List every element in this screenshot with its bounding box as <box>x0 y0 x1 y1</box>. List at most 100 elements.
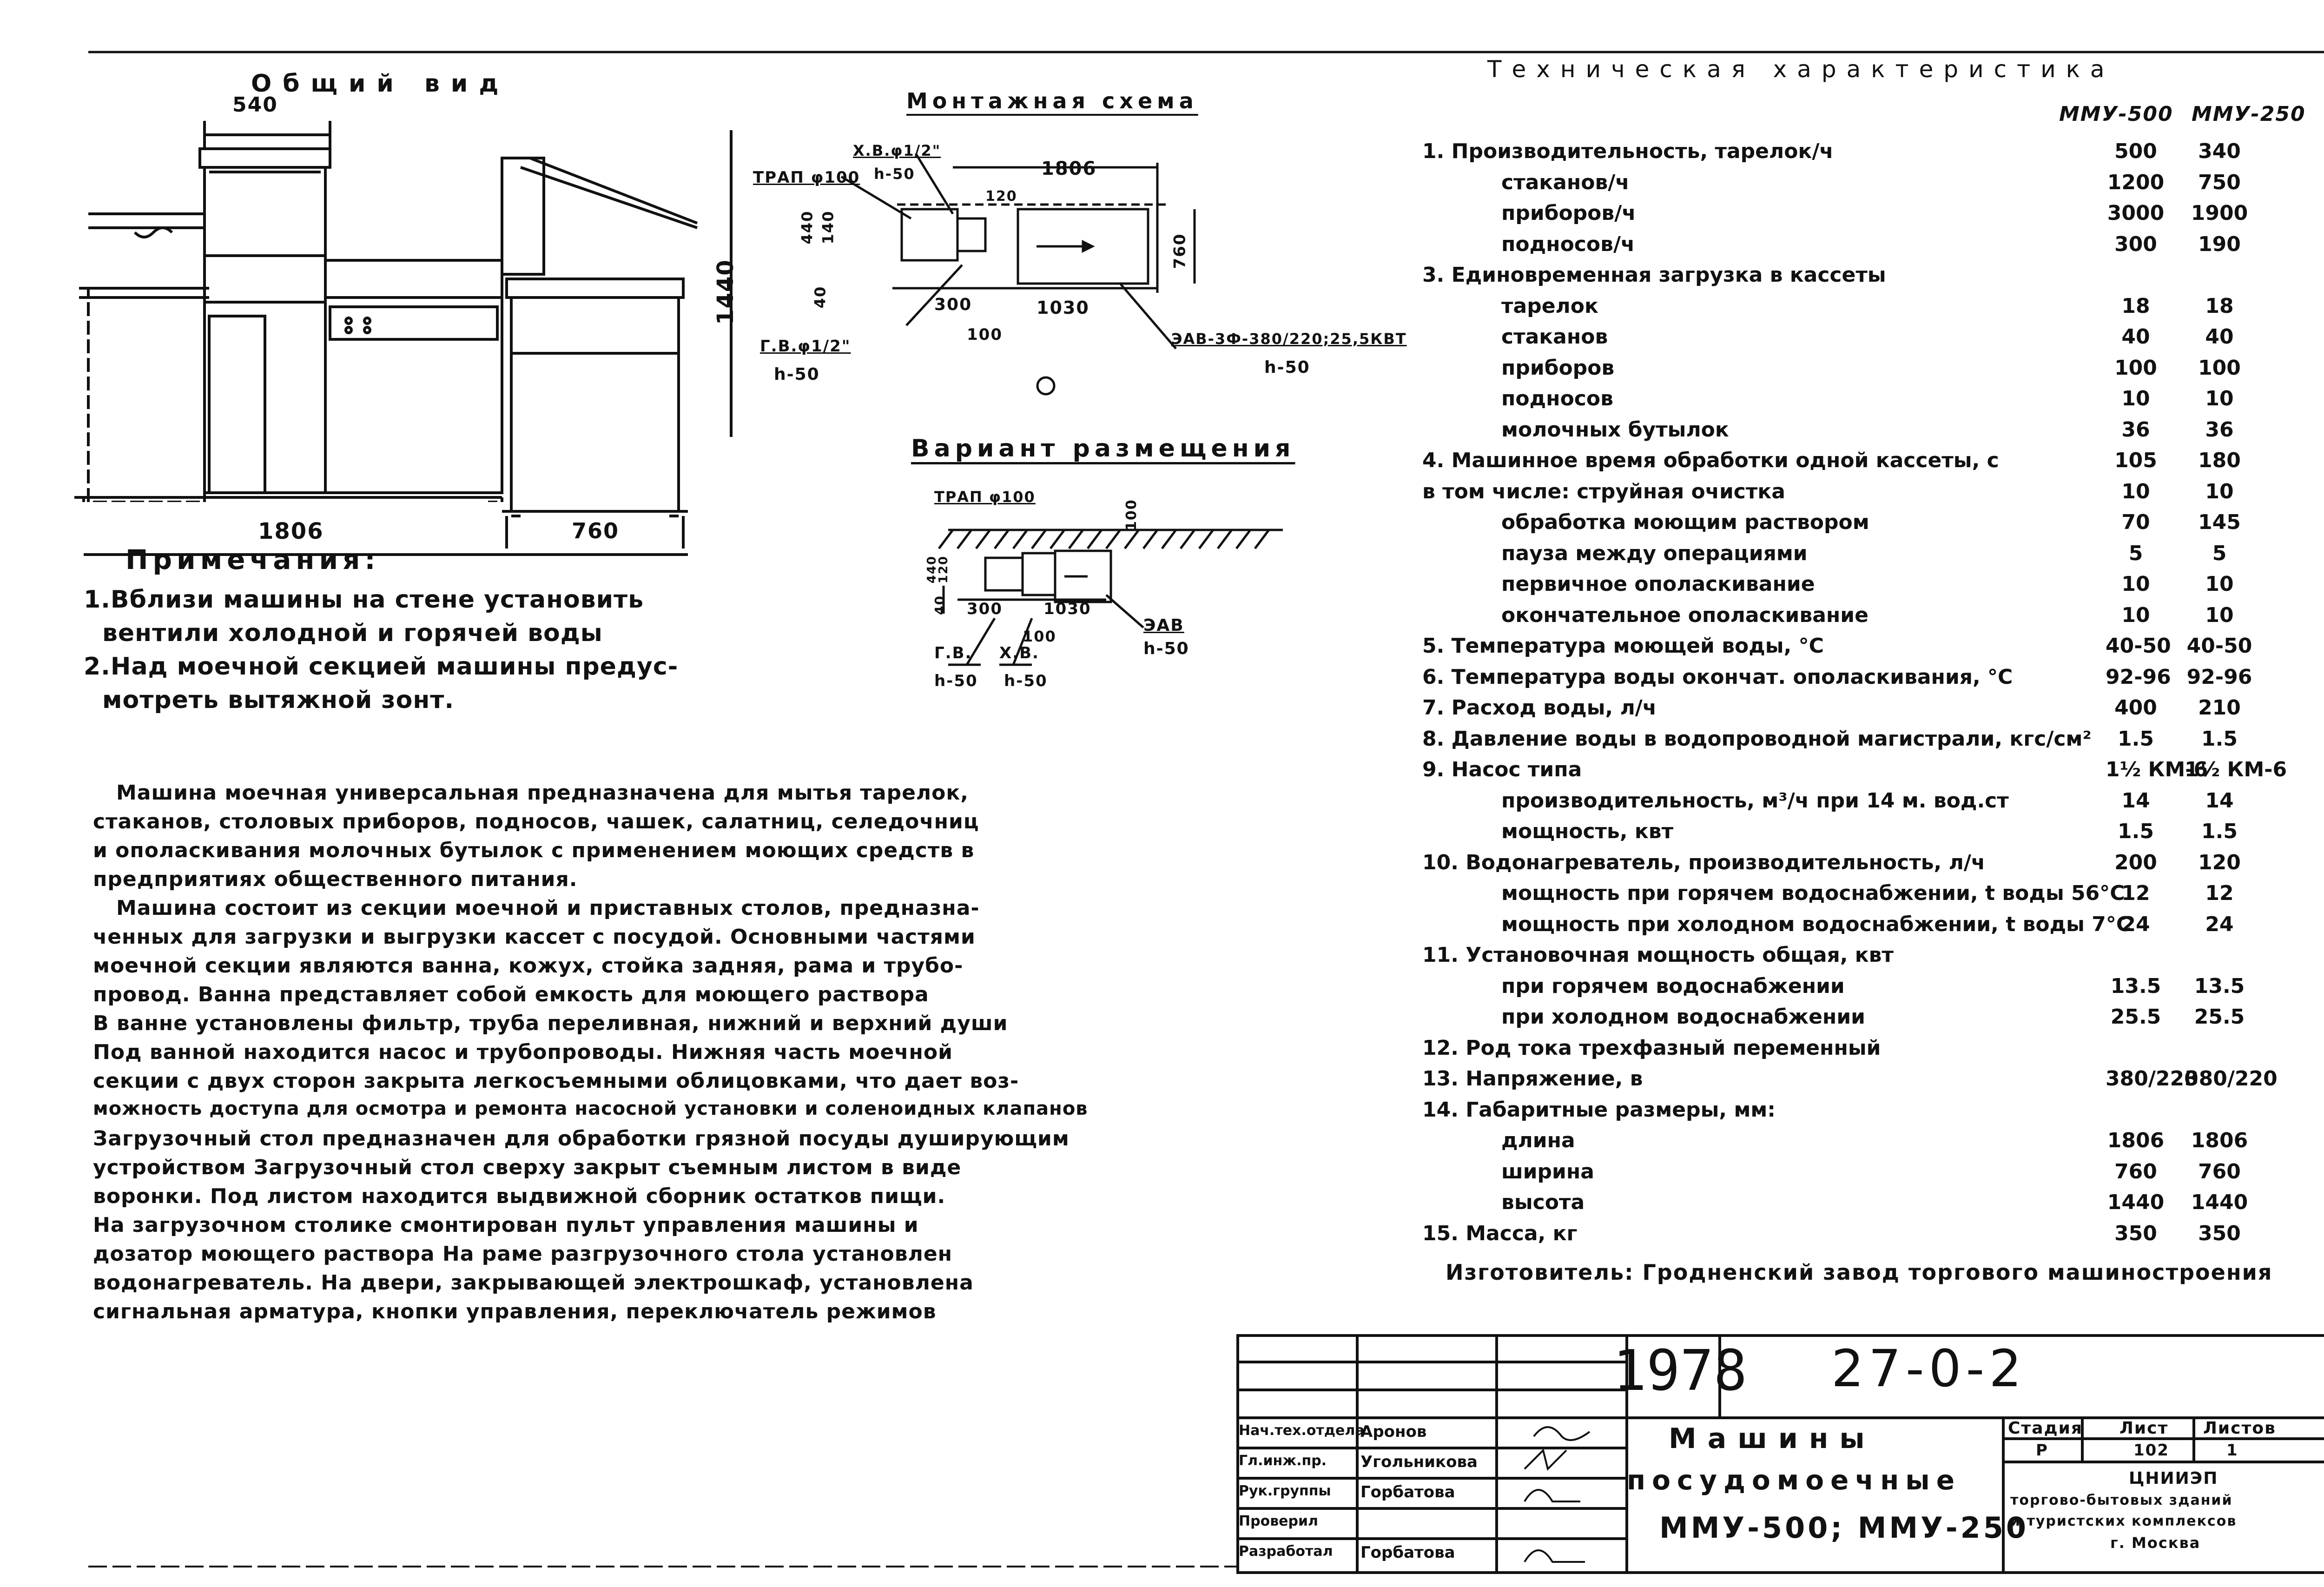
mounting-dim-440: 440 <box>798 210 816 245</box>
spec-label: пауза между операциями <box>1501 541 1808 565</box>
spec-value-mmu250: 100 <box>2198 356 2241 380</box>
dim-line-height <box>730 130 733 437</box>
placement-gv: Г.В. <box>934 644 972 662</box>
description-text: Машина моечная универсальная предназначе… <box>93 781 1255 1385</box>
spec-value-mmu500: 500 <box>2114 139 2157 163</box>
tb-staff-role: Гл.инж.пр. <box>1239 1453 1327 1469</box>
tb-staff-role: Проверил <box>1239 1513 1318 1529</box>
spec-label: 4. Машинное время обработки одной кассет… <box>1422 449 1999 472</box>
spec-row: 10. Водонагреватель, производительность,… <box>1422 851 2324 880</box>
description-line: моечной секции являются ванна, кожух, ст… <box>93 954 964 978</box>
dim-line-width <box>84 553 516 556</box>
spec-value-mmu500: 1200 <box>2107 170 2165 194</box>
note-line: вентили холодной и горячей воды <box>102 619 603 647</box>
side-view-drawing <box>501 157 698 549</box>
description-line: На загрузочном столике смонтирован пульт… <box>93 1213 919 1237</box>
description-line: Машина состоит из секции моечной и прист… <box>116 896 980 920</box>
spec-value-mmu500: 18 <box>2121 294 2150 318</box>
placement-gv-h: h-50 <box>934 672 978 690</box>
spec-label: ширина <box>1501 1159 1594 1184</box>
spec-label: при холодном водоснабжении <box>1501 1005 1865 1029</box>
description-line: предприятиях общественного питания. <box>93 867 578 891</box>
spec-value-mmu500: 5 <box>2128 541 2143 565</box>
spec-value-mmu250: 10 <box>2205 603 2234 627</box>
specs-col2: ММУ-250 <box>2192 102 2306 126</box>
spec-value-mmu500: 1806 <box>2107 1129 2165 1152</box>
notes-title: Примечания: <box>125 544 380 575</box>
manufacturer: Изготовитель: Гродненский завод торговог… <box>1446 1260 2273 1285</box>
description-line: В ванне установлены фильтр, труба перели… <box>93 1012 1008 1035</box>
tb-year: 1978 <box>1613 1339 1747 1403</box>
description-line: водонагреватель. На двери, закрывающей э… <box>93 1271 974 1295</box>
spec-value-mmu250: 18 <box>2205 294 2234 318</box>
spec-value-mmu250: 120 <box>2198 850 2241 874</box>
spec-label: молочных бутылок <box>1501 417 1729 442</box>
spec-value-mmu500: 10 <box>2121 572 2150 596</box>
spec-label: при горячем водоснабжении <box>1501 974 1845 998</box>
spec-label: длина <box>1501 1129 1575 1152</box>
mounting-gw-h: h-50 <box>774 365 820 384</box>
mounting-dim-1030: 1030 <box>1037 298 1089 318</box>
spec-label: 15. Масса, кг <box>1422 1221 1578 1245</box>
spec-value-mmu250: 13.5 <box>2194 974 2245 998</box>
mounting-diagram <box>840 152 1196 396</box>
spec-value-mmu250: 5 <box>2212 541 2227 565</box>
mounting-elec: ЭАВ-3Ф-380/220;25,5КВТ <box>1171 330 1407 348</box>
spec-value-mmu500: 36 <box>2121 417 2150 442</box>
dim-height: 1440 <box>712 259 739 325</box>
spec-value-mmu250: 1.5 <box>2201 820 2238 843</box>
spec-label: подносов/ч <box>1501 232 1635 256</box>
tb-org-3: и туристских комплексов <box>2010 1513 2237 1529</box>
spec-value-mmu500: 105 <box>2114 449 2157 472</box>
mounting-dim-40: 40 <box>811 285 829 309</box>
description-line: Под ванной находится насос и трубопровод… <box>93 1040 953 1064</box>
mounting-dim-140: 140 <box>819 210 837 245</box>
description-line: воронки. Под листом находится выдвижной … <box>93 1184 946 1208</box>
notes-list: 1.Вблизи машины на стене установить вент… <box>84 586 734 734</box>
tb-title-2: посудомоечные <box>1627 1464 1961 1496</box>
spec-value-mmu250: 760 <box>2198 1159 2241 1184</box>
tb-sheet-value: 102 <box>2133 1441 2169 1460</box>
spec-value-mmu250: 40-50 <box>2186 634 2252 658</box>
description-line: можность доступа для осмотра и ремонта н… <box>93 1098 1088 1119</box>
spec-value-mmu500: 380/220 <box>2106 1067 2199 1091</box>
placement-title: Вариант размещения <box>911 435 1295 463</box>
spec-value-mmu250: 145 <box>2198 510 2241 534</box>
dim-side-width: 760 <box>572 518 620 543</box>
spec-label: 7. Расход воды, л/ч <box>1422 696 1657 720</box>
mounting-gw: Г.В.φ1/2" <box>760 337 851 356</box>
spec-value-mmu500: 70 <box>2121 510 2150 534</box>
spec-value-mmu250: 210 <box>2198 696 2241 720</box>
spec-value-mmu500: 1.5 <box>2118 727 2154 751</box>
spec-value-mmu500: 3000 <box>2107 201 2165 225</box>
mounting-hw: Х.В.φ1/2" <box>853 142 941 159</box>
spec-value-mmu500: 400 <box>2114 696 2157 720</box>
spec-label: 5. Температура моющей воды, °C <box>1422 634 1824 658</box>
spec-label: 11. Установочная мощность общая, квт <box>1422 943 1894 967</box>
spec-label: высота <box>1501 1190 1585 1214</box>
tb-org-4: г. Москва <box>2110 1534 2201 1552</box>
spec-value-mmu500: 14 <box>2121 788 2150 813</box>
dim-top: 540 <box>232 93 278 117</box>
placement-diagram <box>938 529 1283 666</box>
tb-staff-name: Горбатова <box>1360 1543 1455 1562</box>
spec-label: мощность, квт <box>1501 820 1674 843</box>
mounting-trap: ТРАП φ100 <box>753 168 860 187</box>
spec-value-mmu250: 24 <box>2205 912 2234 936</box>
placement-hv-h: h-50 <box>1004 672 1048 690</box>
spec-row: 8. Давление воды в водопроводной магистр… <box>1422 727 2324 757</box>
spec-value-mmu500: 200 <box>2114 850 2157 874</box>
tb-staff-role: Разработал <box>1239 1543 1333 1560</box>
spec-label: мощность при горячем водоснабжении, t во… <box>1501 881 2125 905</box>
